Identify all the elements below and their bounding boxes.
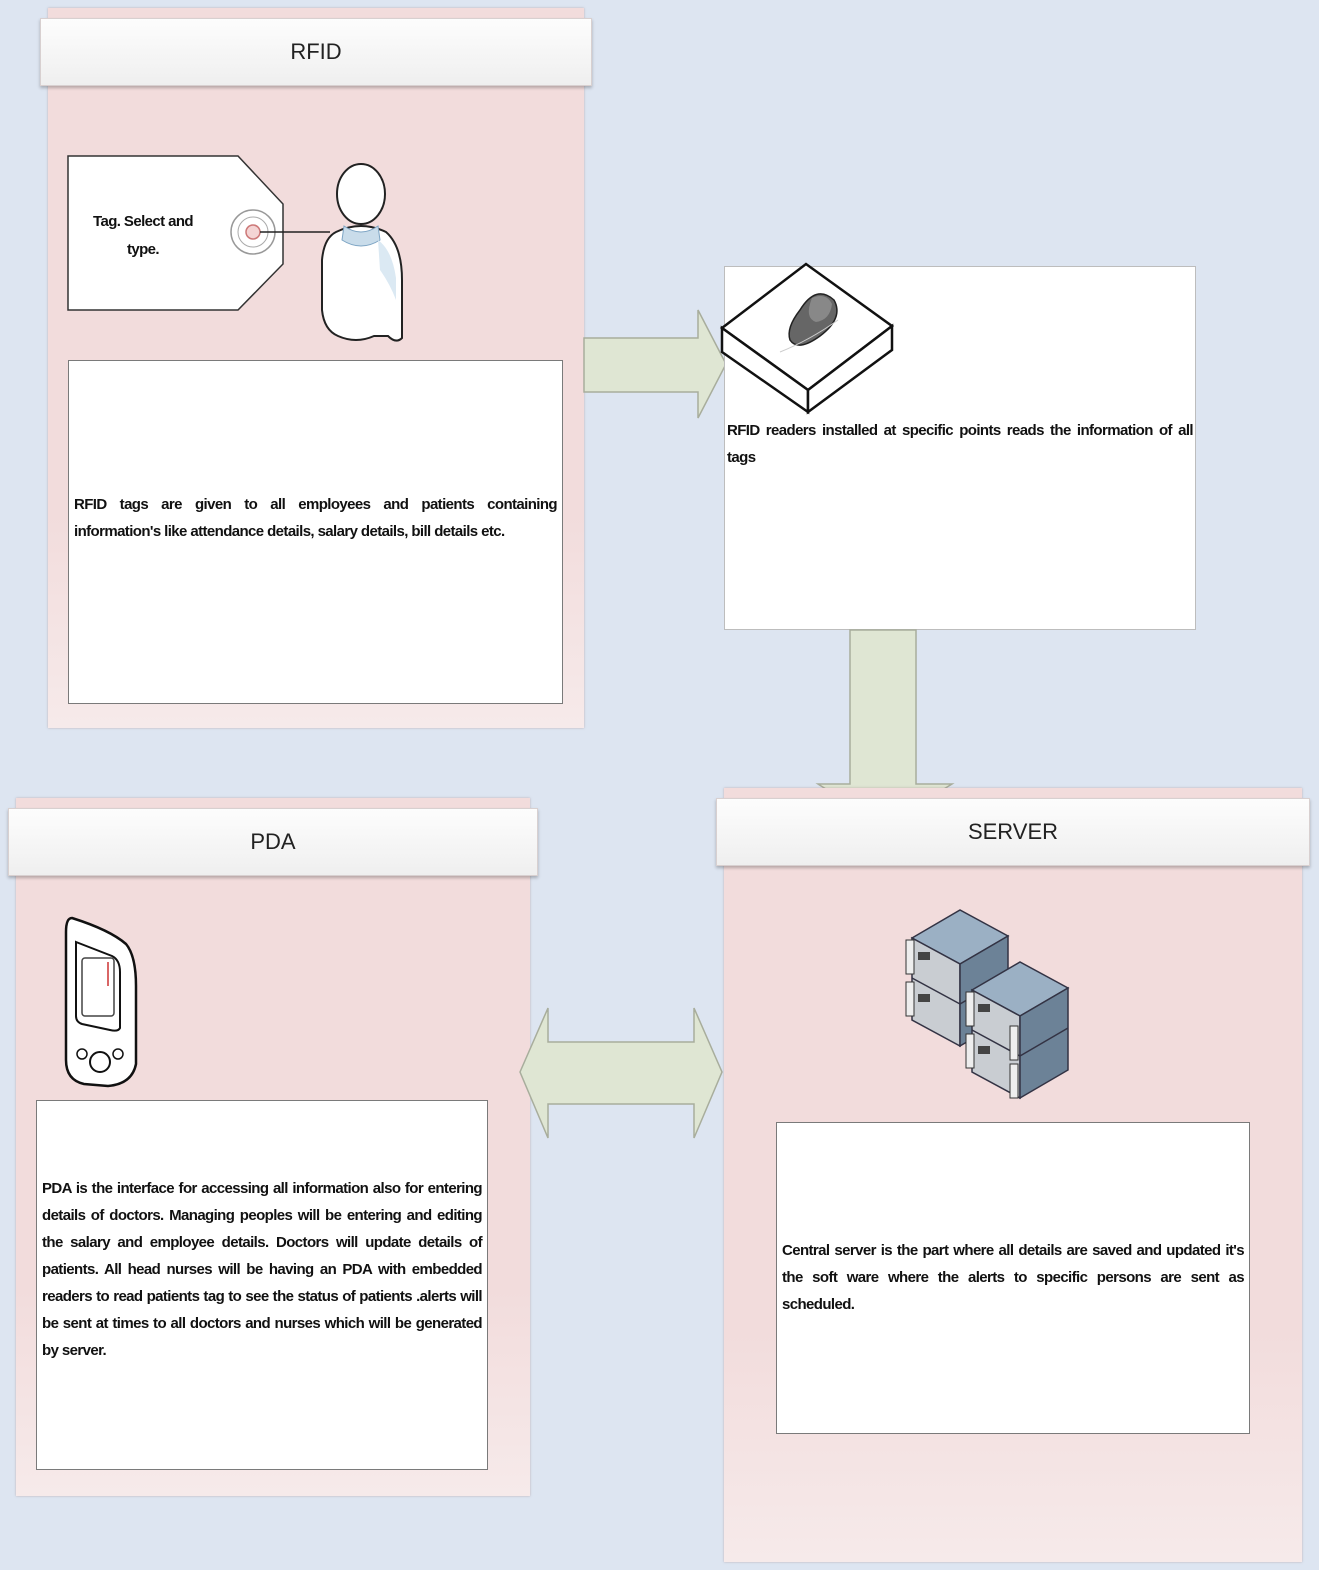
pda-description-box: PDA is the interface for accessing all i… bbox=[36, 1100, 488, 1470]
arrow-rfid-to-reader bbox=[583, 309, 727, 419]
pda-panel-title: PDA bbox=[8, 808, 538, 876]
pda-description: PDA is the interface for accessing all i… bbox=[42, 1180, 483, 1359]
server-description: Central server is the part where all det… bbox=[782, 1242, 1245, 1313]
server-description-box: Central server is the part where all det… bbox=[776, 1122, 1250, 1434]
tag-icon bbox=[67, 155, 330, 311]
server-panel: SERVER Central server is the part where … bbox=[716, 788, 1310, 1562]
tag-label: Tag. Select and type. bbox=[78, 208, 208, 264]
rfid-description-box: RFID tags are given to all employees and… bbox=[68, 360, 563, 704]
rfid-panel: RFID Tag. Select and type. RFID tags are… bbox=[40, 8, 592, 728]
pda-panel: PDA PDA is the interface for accessing a… bbox=[8, 798, 538, 1496]
pda-device-icon bbox=[64, 916, 138, 1088]
rfid-description: RFID tags are given to all employees and… bbox=[74, 496, 558, 540]
reader-description: RFID readers installed at specific point… bbox=[727, 422, 1194, 466]
rfid-panel-title: RFID bbox=[40, 18, 592, 86]
tag-label-line2: type. bbox=[126, 241, 160, 258]
server-panel-title: SERVER bbox=[716, 798, 1310, 866]
reader-description-box: RFID readers installed at specific point… bbox=[727, 417, 1194, 487]
arrow-pda-server-bidirectional bbox=[519, 1007, 723, 1139]
tag-label-line1: Tag. Select and bbox=[93, 213, 194, 230]
person-icon bbox=[321, 163, 403, 342]
server-rack-icon bbox=[905, 909, 1070, 1100]
rfid-reader-icon bbox=[719, 262, 895, 415]
